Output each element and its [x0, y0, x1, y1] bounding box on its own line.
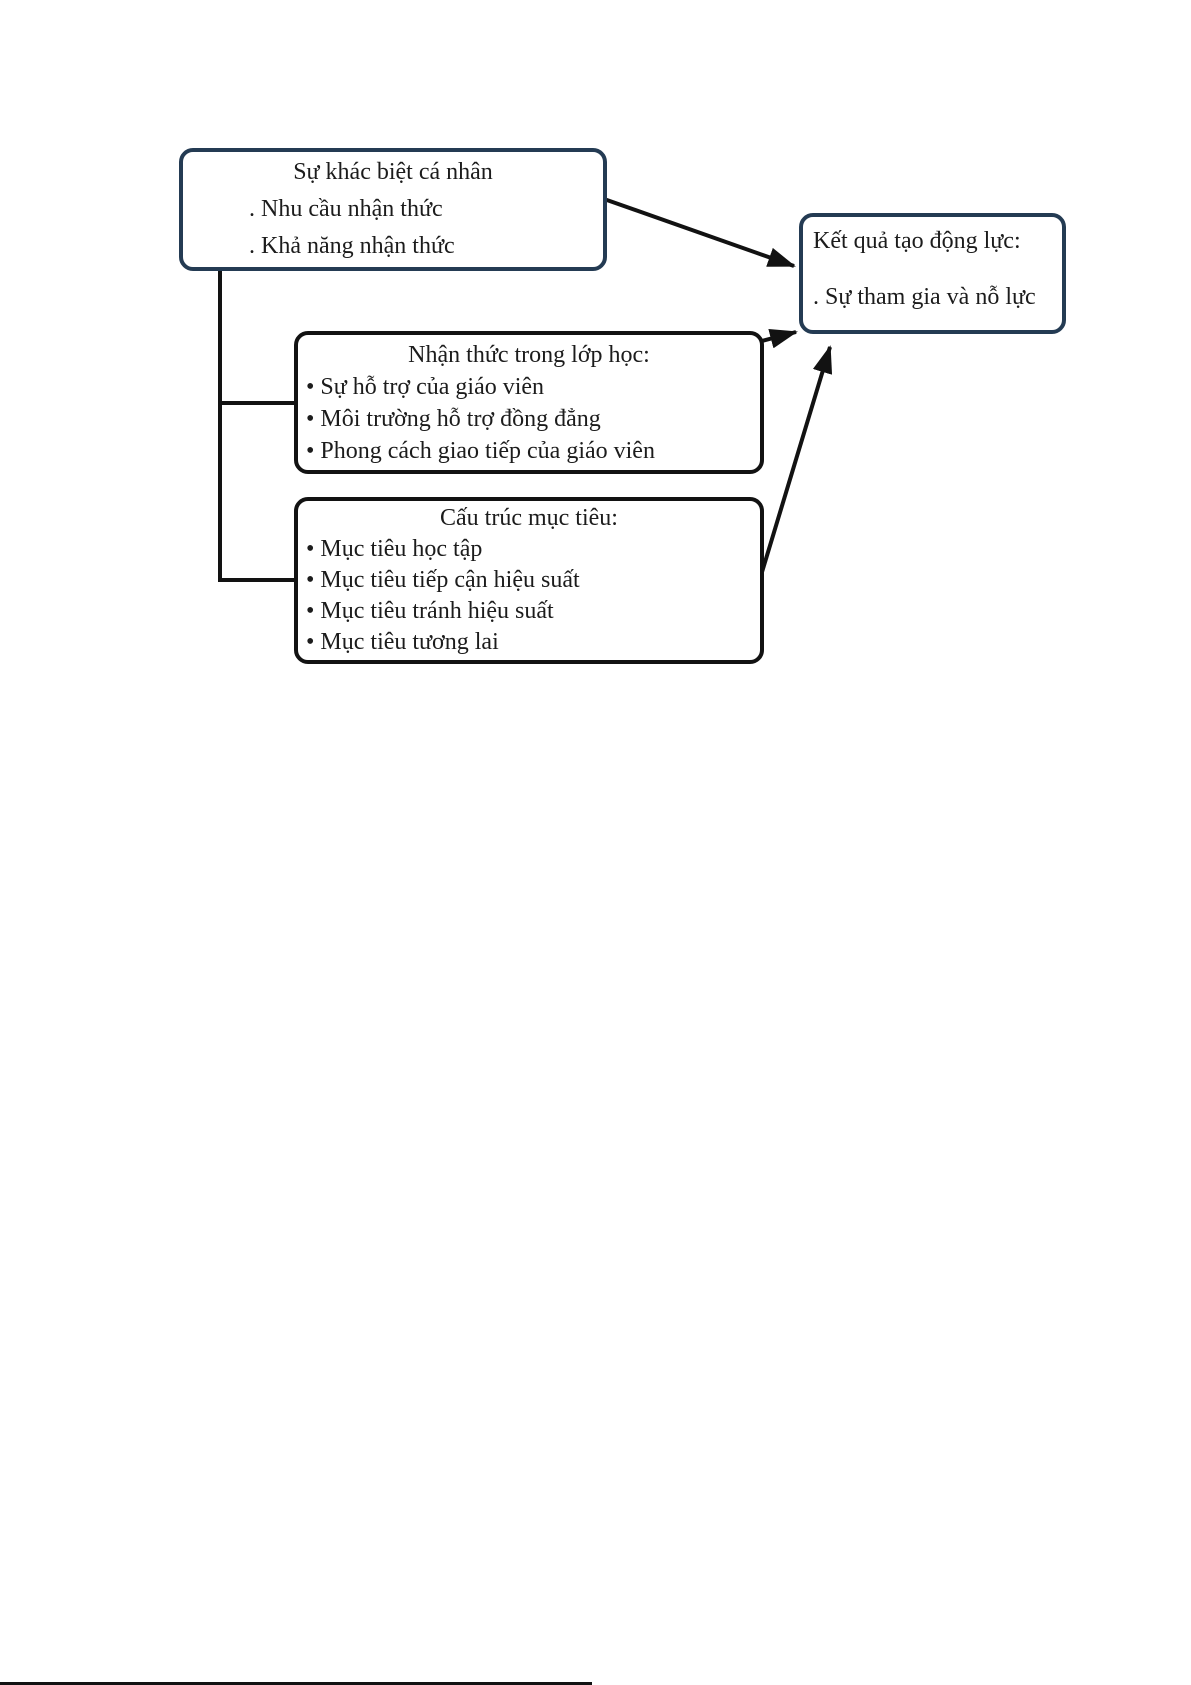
node-individual-differences: Sự khác biệt cá nhân . Nhu cầu nhận thức…: [179, 148, 607, 271]
node-item: . Khả năng nhận thức: [249, 233, 455, 259]
node-title: Kết quả tạo động lực:: [813, 228, 1021, 254]
node-title: Nhận thức trong lớp học:: [408, 342, 650, 368]
node-item: • Sự hỗ trợ của giáo viên: [306, 374, 545, 400]
arrow-individual-to-outcome: [603, 197, 796, 268]
node-goal-structure: Cấu trúc mục tiêu: • Mục tiêu học tập • …: [294, 497, 764, 664]
node-title: Sự khác biệt cá nhân: [293, 159, 493, 185]
node-item: • Phong cách giao tiếp của giáo viên: [306, 438, 655, 464]
arrow-classroom-to-outcome: [761, 328, 798, 349]
page-bottom-rule: [0, 1682, 592, 1685]
node-item: • Mục tiêu tương lai: [306, 629, 499, 655]
node-item: • Môi trường hỗ trợ đồng đẳng: [306, 406, 601, 432]
node-item: • Mục tiêu học tập: [306, 536, 483, 562]
node-item: • Mục tiêu tránh hiệu suất: [306, 598, 554, 624]
arrow-goals-to-outcome: [760, 345, 833, 573]
node-item: . Nhu cầu nhận thức: [249, 196, 443, 222]
node-item: . Sự tham gia và nỗ lực: [813, 284, 1036, 310]
node-classroom-perception: Nhận thức trong lớp học: • Sự hỗ trợ của…: [294, 331, 764, 474]
node-title: Cấu trúc mục tiêu:: [440, 505, 618, 531]
node-item: • Mục tiêu tiếp cận hiệu suất: [306, 567, 580, 593]
node-motivational-outcome: Kết quả tạo động lực: . Sự tham gia và n…: [799, 213, 1066, 334]
